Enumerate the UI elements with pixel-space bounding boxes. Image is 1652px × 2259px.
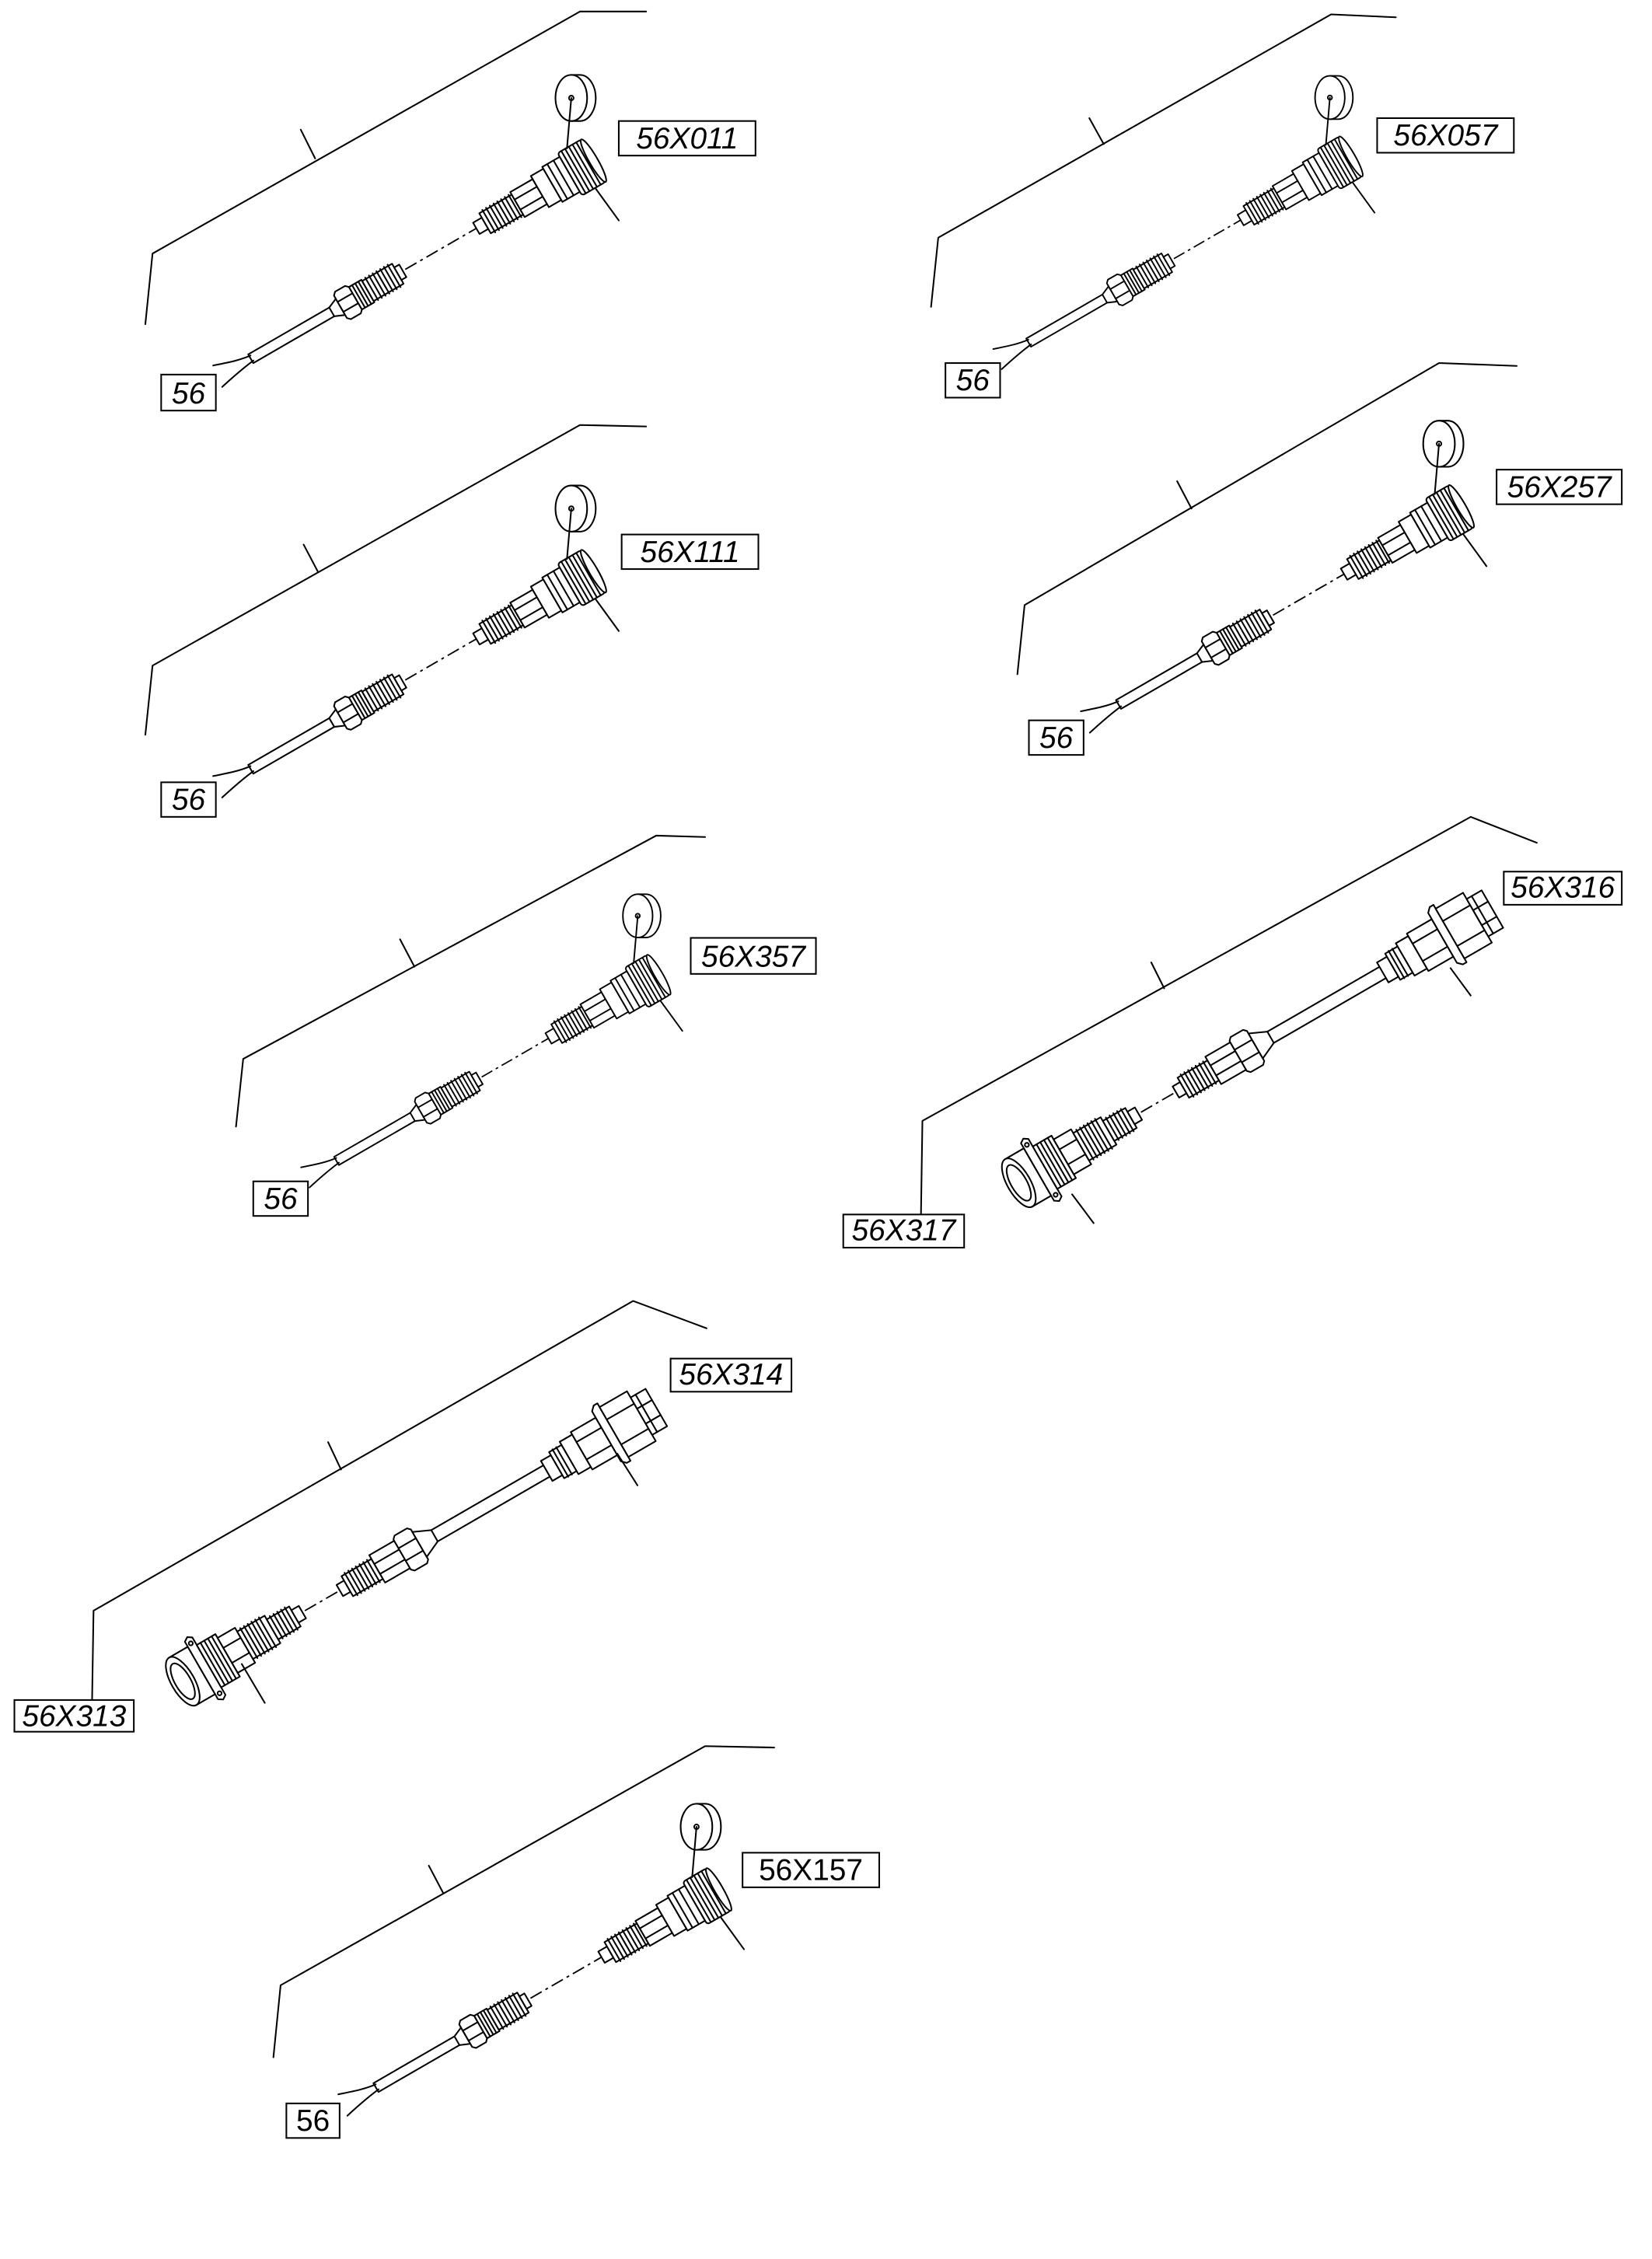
assembly-56x157: 56X157 56 bbox=[272, 1745, 881, 2139]
connector-callout: 56X011 bbox=[636, 122, 738, 155]
group-bracket bbox=[144, 10, 648, 326]
protective-cap bbox=[554, 74, 597, 122]
callout-box bbox=[617, 120, 756, 157]
callout-box bbox=[1376, 117, 1515, 154]
assembly-56x316: 56X316 56X317 bbox=[842, 815, 1623, 1248]
cable-plug-socket bbox=[204, 546, 610, 811]
harness-callout: 56 bbox=[264, 1182, 298, 1216]
callout-box bbox=[1496, 469, 1623, 505]
group-bracket bbox=[272, 1745, 775, 2058]
group-bracket bbox=[920, 815, 1538, 1216]
group-bracket bbox=[930, 13, 1397, 308]
leader-lines bbox=[1434, 442, 1488, 567]
callout-box bbox=[13, 1699, 135, 1733]
assembly-56x357: 56X357 56 bbox=[235, 834, 817, 1217]
callout-box bbox=[690, 937, 817, 975]
cable-plug-socket bbox=[292, 951, 675, 1200]
leader-lines bbox=[566, 508, 620, 632]
cable-plug-socket bbox=[1071, 482, 1479, 746]
group-bracket bbox=[1016, 362, 1518, 676]
cable-plug-socket bbox=[204, 136, 610, 400]
callout-box bbox=[945, 362, 1001, 399]
assembly-56x257: 56X257 56 bbox=[1016, 362, 1623, 756]
harness-callout: 56 bbox=[296, 2104, 330, 2138]
harness-callout: 56 bbox=[1039, 721, 1074, 755]
extension-harness bbox=[990, 877, 1511, 1221]
protective-cap bbox=[679, 1803, 722, 1851]
group-bracket bbox=[144, 424, 648, 736]
assembly-56x111: 56X111 56 bbox=[144, 424, 760, 818]
callout-box bbox=[1503, 871, 1623, 906]
connector-callout: 56X157 bbox=[759, 1854, 863, 1887]
callout-box bbox=[160, 373, 217, 412]
connector-callout: 56X057 bbox=[1393, 119, 1498, 152]
harness-callout: 56 bbox=[172, 377, 206, 410]
connector-callout: 56X316 bbox=[1511, 871, 1615, 905]
callout-box bbox=[842, 1213, 966, 1248]
harness-callout: 56X317 bbox=[851, 1214, 956, 1248]
assembly-56x057: 56X057 56 bbox=[930, 13, 1515, 399]
callout-box bbox=[1028, 719, 1084, 756]
assembly-56x011: 56X011 56 bbox=[144, 10, 756, 412]
leader-lines bbox=[240, 1452, 639, 1704]
protective-cap bbox=[1422, 420, 1465, 468]
callout-box bbox=[252, 1180, 309, 1217]
assembly-56x314: 56X314 56X313 bbox=[13, 1300, 793, 1733]
callout-box bbox=[669, 1357, 793, 1393]
cable-plug-socket bbox=[329, 1865, 735, 2129]
harness-callout: 56 bbox=[172, 784, 206, 817]
callout-box bbox=[742, 1852, 881, 1888]
connector-callout: 56X357 bbox=[701, 941, 806, 974]
callout-box bbox=[620, 533, 760, 571]
protective-cap bbox=[1314, 75, 1354, 120]
group-bracket bbox=[235, 834, 707, 1128]
callout-box bbox=[160, 781, 217, 818]
leader-lines bbox=[691, 1825, 746, 1950]
group-bracket bbox=[91, 1300, 707, 1701]
harness-callout: 56 bbox=[956, 364, 990, 397]
extension-harness bbox=[154, 1375, 676, 1720]
leader-lines bbox=[566, 97, 620, 222]
leader-lines bbox=[1325, 96, 1376, 214]
protective-cap bbox=[554, 484, 597, 532]
callout-box bbox=[285, 2102, 341, 2139]
harness-callout: 56X313 bbox=[22, 1699, 126, 1733]
leader-lines bbox=[633, 915, 683, 1032]
connector-callout: 56X111 bbox=[640, 536, 739, 569]
connector-callout: 56X314 bbox=[679, 1358, 783, 1391]
leader-lines bbox=[1071, 967, 1472, 1224]
connector-callout: 56X257 bbox=[1507, 470, 1612, 504]
protective-cap bbox=[622, 893, 662, 938]
cable-plug-socket bbox=[984, 134, 1367, 382]
